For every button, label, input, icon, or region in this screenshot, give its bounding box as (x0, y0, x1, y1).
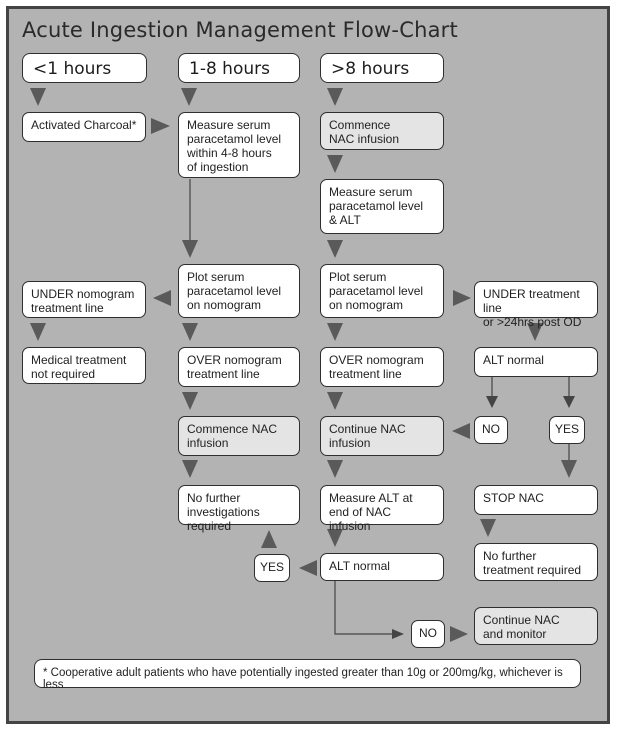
col2-over-nomogram-box: OVER nomogram treatment line (178, 347, 300, 387)
footnote: * Cooperative adult patients who have po… (34, 659, 581, 691)
continue-nac-monitor-box: Continue NAC and monitor (474, 607, 598, 645)
col3-measure-alt-box: Measure ALT at end of NAC infusion (320, 485, 444, 533)
bottom-no-box: NO (411, 620, 445, 648)
line-connectors (189, 179, 570, 635)
col4-under-treatment-box: UNDER treatment line or >24hrs post OD (474, 281, 598, 329)
col3-alt-normal-box: ALT normal (320, 553, 444, 581)
col2-plot-serum-box: Plot serum paracetamol level on nomogram (178, 264, 300, 318)
bottom-yes-box: YES (254, 554, 290, 582)
medical-treatment-box: Medical treatment not required (22, 347, 146, 384)
activated-charcoal-box: Activated Charcoal* (22, 112, 146, 142)
col4-yes-box: YES (549, 416, 585, 444)
col3-plot-serum-box: Plot serum paracetamol level on nomogram (320, 264, 444, 318)
stop-nac-box: STOP NAC (474, 485, 598, 515)
col2-measure-serum-box: Measure serum paracetamol level within 4… (178, 112, 300, 178)
col4-no-further-treatment-box: No further treatment required (474, 543, 598, 581)
col4-no-box: NO (474, 416, 508, 444)
col3-over-nomogram-box: OVER nomogram treatment line (320, 347, 444, 387)
col2-no-further-investigations-box: No further investigations required (178, 485, 300, 533)
col1-under-nomogram-box: UNDER nomogram treatment line (22, 281, 146, 318)
header-under-1-hour: <1 hours (22, 53, 147, 83)
col3-measure-serum-alt-box: Measure serum paracetamol level & ALT (320, 179, 444, 234)
header-over-8-hours: >8 hours (320, 53, 444, 83)
header-1-8-hours: 1-8 hours (178, 53, 300, 83)
col2-commence-nac-box: Commence NAC infusion (178, 416, 300, 456)
triangle-arrows (30, 88, 577, 642)
col3-commence-nac-box: Commence NAC infusion (320, 112, 444, 150)
col3-continue-nac-box: Continue NAC infusion (320, 416, 444, 456)
page-title: Acute Ingestion Management Flow-Chart (22, 18, 458, 42)
col4-alt-normal-box: ALT normal (474, 347, 598, 377)
